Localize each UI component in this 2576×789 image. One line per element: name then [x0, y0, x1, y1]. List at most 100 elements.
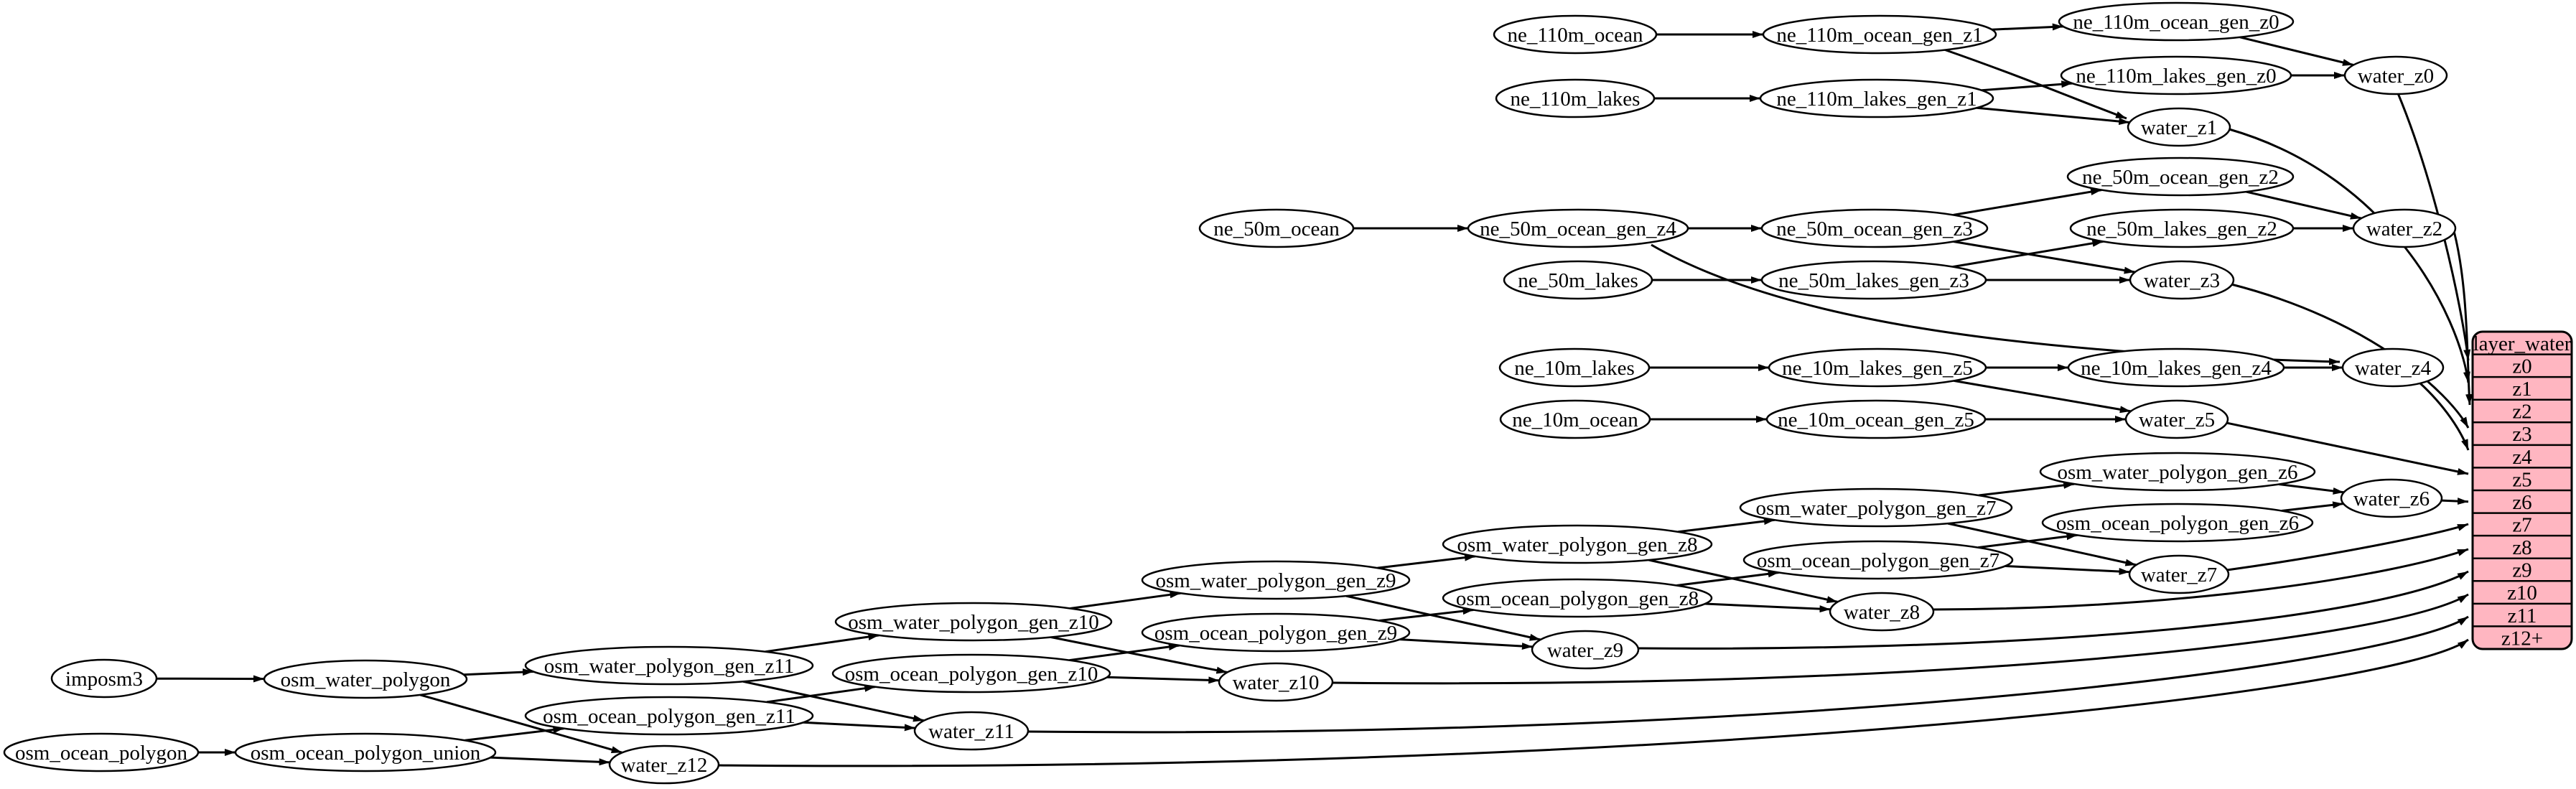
table-row-label-z7: z7	[2512, 514, 2531, 537]
table-row-label-z6: z6	[2512, 491, 2531, 514]
table-row-label-z0: z0	[2512, 355, 2531, 378]
edge-osm_ocean_polygon_gen_z7-to-water_z7	[2005, 564, 2130, 575]
table-header-label: layer_water	[2473, 332, 2572, 355]
edge-osm_ocean_polygon_union-to-water_z12	[490, 756, 610, 766]
node-label-water_z10: water_z10	[1233, 671, 1320, 694]
node-ellipse-water_z11	[913, 711, 1030, 751]
node-ellipse-ne_50m_lakes_gen_z3	[1760, 260, 1987, 300]
node-osm_ocean_polygon_gen_z6: osm_ocean_polygon_gen_z6	[2041, 503, 2314, 543]
edge-osm_water_polygon_gen_z8-to-osm_water_polygon_gen_z7	[1678, 518, 1775, 533]
node-ne_10m_ocean: ne_10m_ocean	[1499, 399, 1651, 439]
node-label-osm_ocean_polygon_gen_z11: osm_ocean_polygon_gen_z11	[543, 705, 795, 728]
edges-layer	[156, 23, 2473, 767]
node-osm_water_polygon_gen_z9: osm_water_polygon_gen_z9	[1141, 560, 1411, 600]
node-ellipse-water_z4	[2341, 347, 2445, 388]
node-ellipse-osm_water_polygon_gen_z9	[1141, 560, 1411, 600]
edge-osm_water_polygon_gen_z10-to-water_z10	[1050, 636, 1228, 674]
node-label-water_z6: water_z6	[2353, 487, 2430, 510]
node-label-osm_water_polygon_gen_z10: osm_water_polygon_gen_z10	[848, 611, 1099, 634]
node-label-osm_water_polygon_gen_z11: osm_water_polygon_gen_z11	[544, 655, 794, 678]
node-ne_110m_ocean_gen_z0: ne_110m_ocean_gen_z0	[2058, 1, 2295, 42]
node-osm_ocean_polygon_gen_z10: osm_ocean_polygon_gen_z10	[831, 653, 1111, 694]
node-ne_50m_lakes: ne_50m_lakes	[1503, 260, 1653, 300]
node-ne_50m_ocean: ne_50m_ocean	[1198, 208, 1355, 248]
node-ellipse-water_z12	[608, 744, 720, 785]
node-ne_50m_ocean_gen_z2: ne_50m_ocean_gen_z2	[2066, 157, 2295, 197]
table-row-label-z11: z11	[2508, 604, 2537, 627]
edge-ne_110m_ocean_gen_z1-to-ne_110m_ocean_gen_z0	[1992, 23, 2063, 31]
node-label-osm_water_polygon_gen_z9: osm_water_polygon_gen_z9	[1155, 569, 1396, 592]
node-water_z2: water_z2	[2352, 208, 2457, 248]
node-label-water_z5: water_z5	[2139, 408, 2215, 431]
node-ellipse-ne_50m_lakes_gen_z2	[2069, 208, 2295, 248]
node-water_z9: water_z9	[1531, 630, 1640, 670]
node-osm_water_polygon_gen_z8: osm_water_polygon_gen_z8	[1442, 524, 1713, 564]
node-water_z10: water_z10	[1218, 662, 1334, 702]
node-osm_ocean_polygon_union: osm_ocean_polygon_union	[234, 732, 497, 772]
edge-water_z12-to-layer_water-z12+	[717, 638, 2469, 767]
node-ellipse-ne_10m_lakes_gen_z4	[2067, 347, 2285, 388]
node-water_z1: water_z1	[2127, 107, 2231, 147]
edge-water_z9-to-layer_water-z9	[1637, 570, 2469, 650]
node-label-ne_110m_lakes_gen_z1: ne_110m_lakes_gen_z1	[1776, 88, 1977, 111]
node-label-water_z12: water_z12	[621, 754, 708, 777]
node-ne_50m_ocean_gen_z3: ne_50m_ocean_gen_z3	[1760, 208, 1989, 248]
node-label-water_z7: water_z7	[2141, 564, 2217, 587]
node-label-ne_50m_lakes: ne_50m_lakes	[1518, 269, 1638, 292]
edge-water_z1-to-layer_water-z1	[2229, 128, 2470, 383]
edge-water_z7-to-layer_water-z7	[2226, 523, 2469, 571]
node-osm_water_polygon: osm_water_polygon	[263, 659, 468, 699]
edge-osm_ocean_polygon_gen_z9-to-osm_ocean_polygon_gen_z8	[1378, 607, 1474, 622]
node-label-water_z0: water_z0	[2358, 65, 2434, 88]
edge-osm_ocean_polygon_gen_z7-to-osm_ocean_polygon_gen_z6	[1978, 533, 2078, 549]
node-ne_10m_ocean_gen_z5: ne_10m_ocean_gen_z5	[1765, 399, 1987, 439]
table-row-label-z10: z10	[2507, 582, 2537, 604]
node-osm_ocean_polygon_gen_z9: osm_ocean_polygon_gen_z9	[1141, 612, 1411, 653]
edge-ne_10m_lakes_gen_z5-to-water_z5	[1954, 379, 2132, 414]
table-row-label-z12+: z12+	[2501, 627, 2543, 650]
edge-osm_water_polygon_gen_z7-to-osm_water_polygon_gen_z6	[1978, 481, 2075, 497]
node-osm_ocean_polygon_gen_z11: osm_ocean_polygon_gen_z11	[524, 696, 814, 736]
edge-osm_water_polygon_gen_z6-to-water_z6	[2278, 483, 2344, 495]
edge-ne_110m_ocean_gen_z1-to-water_z1	[1941, 47, 2127, 120]
node-label-osm_water_polygon_gen_z7: osm_water_polygon_gen_z7	[1755, 497, 1996, 520]
node-ne_10m_lakes_gen_z5: ne_10m_lakes_gen_z5	[1768, 347, 1987, 388]
edge-water_z2-to-layer_water-z2	[2453, 230, 2473, 406]
node-ellipse-water_z0	[2343, 55, 2448, 95]
node-ellipse-ne_50m_ocean_gen_z3	[1760, 208, 1989, 248]
edge-osm_ocean_polygon_gen_z10-to-water_z10	[1106, 676, 1220, 684]
node-ne_110m_ocean_gen_z1: ne_110m_ocean_gen_z1	[1762, 14, 1997, 55]
node-water_z3: water_z3	[2129, 260, 2235, 300]
edge-osm_water_polygon_gen_z9-to-water_z9	[1345, 594, 1541, 641]
edge-osm_water_polygon_gen_z8-to-water_z8	[1648, 559, 1838, 604]
node-label-ne_110m_lakes_gen_z0: ne_110m_lakes_gen_z0	[2076, 65, 2276, 88]
node-ellipse-ne_110m_lakes_gen_z1	[1759, 78, 1994, 118]
node-label-osm_ocean_polygon_gen_z10: osm_ocean_polygon_gen_z10	[845, 663, 1098, 686]
node-label-water_z9: water_z9	[1547, 639, 1623, 662]
node-ellipse-water_z7	[2128, 554, 2230, 594]
node-ellipse-ne_110m_ocean	[1493, 14, 1658, 55]
node-label-ne_50m_lakes_gen_z3: ne_50m_lakes_gen_z3	[1778, 269, 1969, 292]
node-osm_water_polygon_gen_z7: osm_water_polygon_gen_z7	[1739, 487, 2013, 528]
node-ellipse-osm_ocean_polygon_gen_z11	[524, 696, 814, 736]
node-ellipse-osm_ocean_polygon_gen_z10	[831, 653, 1111, 694]
node-ne_110m_lakes_gen_z1: ne_110m_lakes_gen_z1	[1759, 78, 1994, 118]
table-row-label-z9: z9	[2512, 559, 2531, 582]
node-ellipse-water_z9	[1531, 630, 1640, 670]
node-label-ne_10m_lakes_gen_z4: ne_10m_lakes_gen_z4	[2081, 357, 2272, 380]
node-label-osm_ocean_polygon_gen_z7: osm_ocean_polygon_gen_z7	[1757, 549, 1999, 572]
node-water_z8: water_z8	[1829, 592, 1935, 632]
node-water_z5: water_z5	[2124, 399, 2229, 439]
edge-osm_water_polygon-to-water_z12	[419, 694, 623, 754]
node-label-ne_110m_ocean: ne_110m_ocean	[1508, 24, 1643, 47]
node-ellipse-ne_110m_ocean_gen_z0	[2058, 1, 2295, 42]
table-row-label-z5: z5	[2512, 468, 2531, 491]
layer-water-table: layer_waterz0z1z2z3z4z5z6z7z8z9z10z11z12…	[2471, 330, 2573, 650]
edge-osm_ocean_polygon_gen_z11-to-osm_ocean_polygon_gen_z10	[766, 684, 876, 704]
node-label-osm_water_polygon_gen_z6: osm_water_polygon_gen_z6	[2057, 461, 2297, 484]
edge-ne_50m_ocean_gen_z3-to-ne_50m_ocean_gen_z2	[1953, 188, 2102, 216]
node-ne_110m_lakes_gen_z0: ne_110m_lakes_gen_z0	[2060, 55, 2292, 95]
edge-ne_50m_lakes_gen_z3-to-ne_50m_lakes_gen_z2	[1952, 239, 2104, 269]
